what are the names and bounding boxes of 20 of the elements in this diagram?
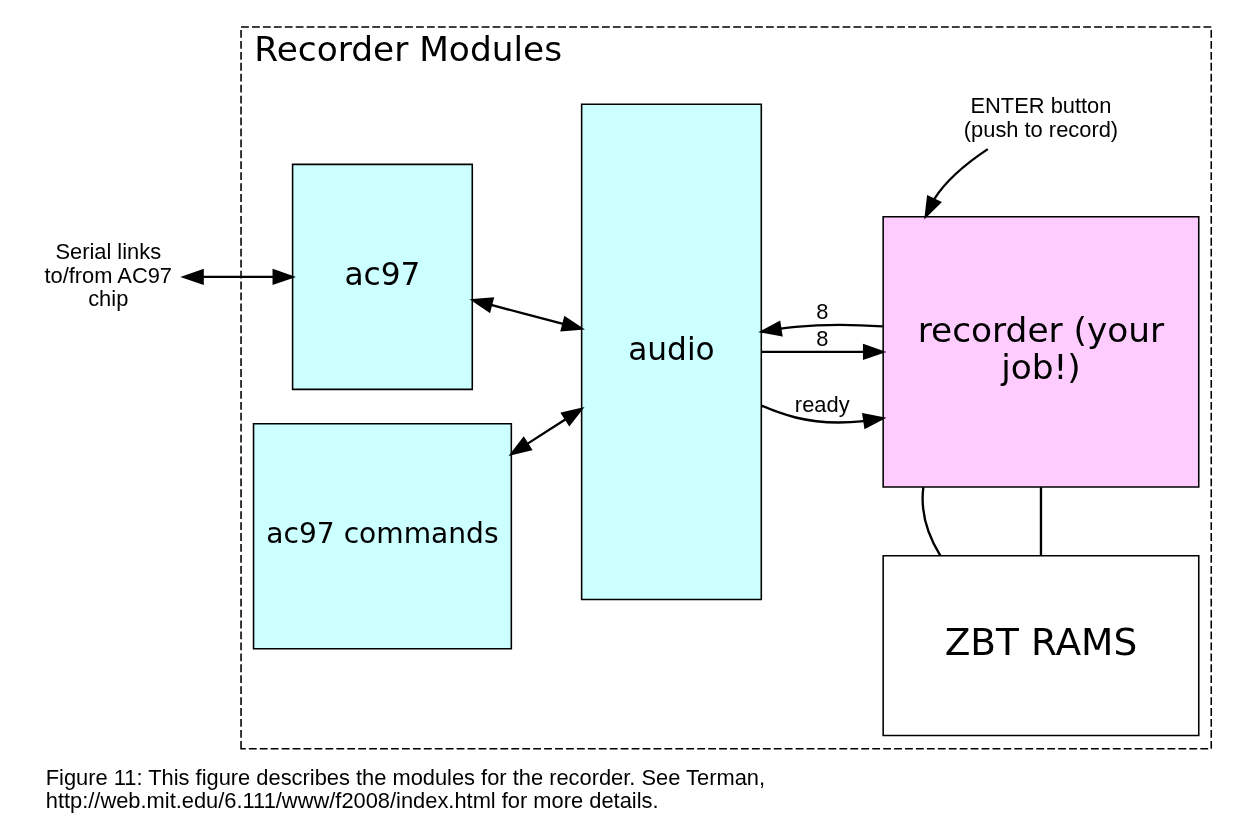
arrow: [180, 268, 296, 286]
arrow: [758, 320, 883, 337]
node-box: ac97: [291, 163, 474, 391]
connector: [1039, 487, 1043, 556]
node-box: audio: [580, 103, 763, 601]
arrow: [508, 406, 585, 456]
arrow: [924, 148, 989, 220]
node-box: ZBT RAMS: [882, 555, 1200, 737]
node-text: ENTER button (push to record): [963, 93, 1119, 142]
node-text: Serial links to/from AC97 chip: [44, 239, 173, 312]
edge-label: 8: [816, 299, 829, 325]
edge-label: ready: [794, 391, 850, 417]
caption: Figure 11: This figure describes the modules for the recorder. See Terman, http://web.mit.edu/6.111/www/f2008/index.html for more details.: [45, 764, 766, 814]
arrow: [761, 343, 887, 361]
connector: [921, 487, 942, 557]
arrow: [760, 404, 887, 430]
node-box: ac97 commands: [252, 422, 513, 650]
arrow: [469, 297, 585, 332]
node-box: recorder (your job!): [882, 215, 1200, 488]
edge-label: 8: [816, 325, 829, 351]
